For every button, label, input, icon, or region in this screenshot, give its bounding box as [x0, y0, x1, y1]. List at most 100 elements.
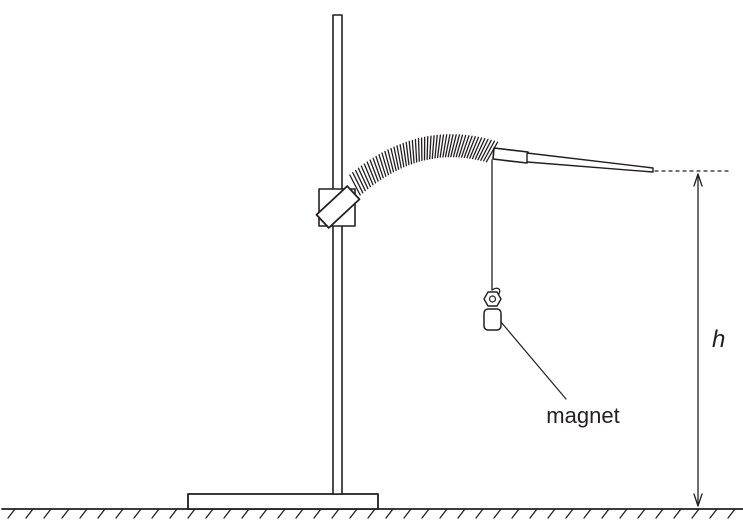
- spring-coil: [381, 152, 390, 176]
- hatch-mark: [655, 508, 664, 519]
- hatch-mark: [583, 508, 592, 519]
- spring-coil: [474, 138, 486, 160]
- spring-coil: [366, 161, 377, 184]
- spring-coil: [349, 174, 361, 196]
- hatch-mark: [475, 508, 484, 519]
- spring-coil: [372, 157, 382, 181]
- hatch-mark: [277, 508, 286, 519]
- spring-coil: [460, 135, 470, 158]
- hatch-mark: [709, 508, 718, 519]
- spring-coil: [357, 167, 369, 190]
- spring-coil: [455, 134, 464, 158]
- spring-coil: [408, 140, 413, 165]
- hatch-mark: [421, 508, 430, 519]
- hatch-mark: [151, 508, 160, 519]
- spring-coil: [378, 154, 387, 177]
- hatch-mark: [673, 508, 682, 519]
- hatch-mark: [205, 508, 214, 519]
- spring-coil: [405, 141, 410, 166]
- spring-coil: [396, 145, 402, 169]
- hatch-mark: [169, 508, 178, 519]
- spring-coil: [458, 134, 467, 158]
- spring-coil: [482, 140, 496, 162]
- spring-coil: [477, 138, 489, 161]
- height-label: h: [712, 326, 725, 353]
- ground-hatching: [7, 508, 736, 519]
- spring-coil: [434, 134, 438, 159]
- spring-coil: [352, 171, 364, 194]
- spring-coil: [387, 149, 395, 173]
- spring-coil: [439, 134, 445, 158]
- hatch-mark: [349, 508, 358, 519]
- spring-coil: [414, 138, 418, 163]
- spring-coil: [402, 142, 408, 167]
- hatch-mark: [457, 508, 466, 519]
- hatch-mark: [43, 508, 52, 519]
- spring-coil: [390, 147, 397, 172]
- hatch-mark: [439, 508, 448, 519]
- pointer-sleeve: [492, 147, 529, 164]
- pointer-rod: [526, 152, 654, 173]
- ground: [1, 508, 743, 519]
- clamp-jaw: [315, 185, 361, 229]
- magnet-leader-line: [500, 321, 567, 400]
- spring-coil: [463, 135, 473, 159]
- hatch-mark: [259, 508, 268, 519]
- spring: [349, 134, 499, 196]
- spring-coil: [399, 143, 405, 168]
- hatch-mark: [403, 508, 412, 519]
- hatch-mark: [529, 508, 538, 519]
- hatch-mark: [295, 508, 304, 519]
- hatch-mark: [61, 508, 70, 519]
- spring-coil: [417, 138, 420, 162]
- spring-coil: [426, 136, 429, 160]
- spring-coil: [375, 155, 384, 179]
- hatch-mark: [385, 508, 394, 519]
- spring-coil: [354, 169, 366, 192]
- hatch-mark: [691, 508, 700, 519]
- spring-coil: [431, 135, 435, 159]
- spring-coil: [444, 134, 451, 158]
- spring-coil: [436, 134, 442, 159]
- spring-coil: [363, 163, 374, 186]
- spring-coil: [411, 139, 415, 164]
- magnet-label: magnet: [546, 403, 619, 428]
- hatch-mark: [547, 508, 556, 519]
- hatch-mark: [25, 508, 34, 519]
- hatch-mark: [367, 508, 376, 519]
- stand-rod: [332, 14, 343, 495]
- height-arrow: [693, 173, 703, 507]
- hatch-mark: [637, 508, 646, 519]
- spring-coil: [442, 134, 448, 158]
- hatch-mark: [565, 508, 574, 519]
- magnet-holder: [483, 291, 502, 307]
- spring-coil: [429, 135, 432, 160]
- hatch-mark: [79, 508, 88, 519]
- hatch-mark: [241, 508, 250, 519]
- spring-coil: [384, 150, 392, 174]
- hatch-mark: [727, 508, 736, 519]
- hatch-mark: [7, 508, 16, 519]
- spring-coil: [450, 134, 457, 158]
- spring-coil: [369, 159, 379, 182]
- spring-coil: [360, 165, 372, 188]
- hatch-mark: [223, 508, 232, 519]
- hatch-mark: [313, 508, 322, 519]
- hatch-mark: [493, 508, 502, 519]
- hatch-mark: [331, 508, 340, 519]
- spring-coil: [393, 146, 400, 170]
- hatch-mark: [187, 508, 196, 519]
- spring-coil: [452, 134, 461, 158]
- spring-coil: [447, 134, 454, 158]
- hatch-mark: [511, 508, 520, 519]
- hatch-mark: [115, 508, 124, 519]
- spring-coil: [466, 136, 476, 159]
- magnet: [483, 308, 502, 331]
- hatch-mark: [619, 508, 628, 519]
- hatch-mark: [97, 508, 106, 519]
- spring-coil: [471, 137, 483, 160]
- spring-coil: [485, 141, 499, 163]
- spring-coil: [480, 139, 492, 161]
